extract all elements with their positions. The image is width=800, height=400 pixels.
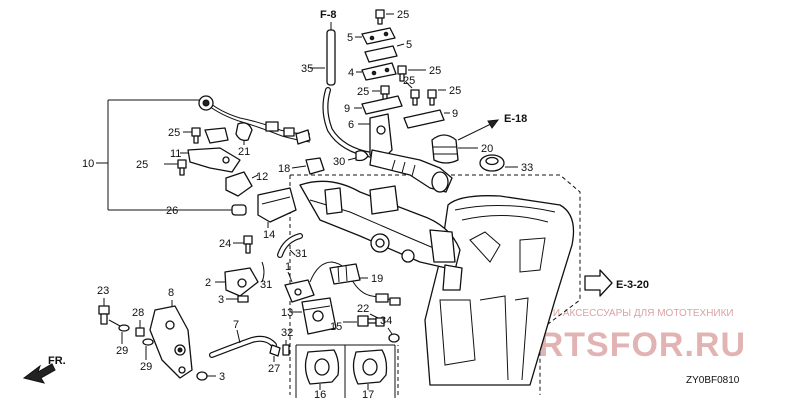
part-7-hose: 7 (209, 319, 277, 358)
ref-f8: F-8 (320, 9, 337, 21)
callout-24: 24 (219, 238, 231, 250)
callout-30: 30 (333, 156, 345, 168)
ref-e320: E-3-20 (616, 279, 649, 291)
callout-26: 26 (166, 205, 178, 217)
ref-e18: E-18 (504, 113, 527, 125)
part-group-10: 10 25 21 11 25 12 26 (82, 95, 311, 217)
watermark-subtitle: ЗАПЧАСТИ И АКСЕССУАРЫ ДЛЯ МОТОТЕХНИКИ (497, 308, 734, 319)
callout-13: 13 (281, 307, 293, 319)
callout-18: 18 (278, 163, 290, 175)
direction-arrow: FR. (22, 355, 66, 384)
callout-4: 4 (348, 67, 354, 79)
callout-29-b: 29 (140, 361, 152, 373)
callout-31-a: 31 (295, 248, 307, 260)
part-2-valve: 2 31 3 (205, 261, 272, 306)
callout-25-d: 25 (403, 75, 415, 87)
part-16-17: 16 17 (295, 344, 396, 400)
callout-21: 21 (238, 146, 250, 158)
callout-11: 11 (170, 148, 181, 160)
part-plates-top: 25 5 5 4 25 (347, 9, 441, 82)
callout-9-a: 9 (344, 103, 350, 115)
part-23-28-29: 23 29 28 29 (97, 285, 154, 373)
part-8-mount: 8 3 (149, 287, 225, 383)
ref-e18-arrow: E-18 (457, 113, 527, 141)
part-24: 24 (219, 235, 253, 254)
callout-3-a: 3 (218, 294, 224, 306)
callout-23: 23 (97, 285, 109, 297)
callout-5-a: 5 (347, 32, 353, 44)
direction-label: FR. (48, 355, 66, 367)
callout-10: 10 (82, 158, 94, 170)
callout-22: 22 (357, 303, 369, 315)
callout-25-a: 25 (397, 9, 409, 21)
part-13-15-22-34: 13 15 22 34 (281, 297, 400, 343)
callout-7: 7 (233, 319, 239, 331)
callout-16: 16 (314, 389, 326, 400)
callout-25-c: 25 (357, 86, 369, 98)
callout-1: 1 (285, 261, 291, 273)
part-14: 14 (257, 187, 297, 241)
callout-35: 35 (301, 63, 313, 75)
callout-28: 28 (132, 307, 144, 319)
callout-12: 12 (256, 171, 268, 183)
part-32-27: 32 27 (268, 327, 293, 375)
callout-8: 8 (168, 287, 174, 299)
callout-25-e: 25 (449, 85, 461, 97)
callout-33: 33 (521, 162, 533, 174)
callout-5-b: 5 (406, 39, 412, 51)
callout-14: 14 (263, 229, 275, 241)
callout-9-b: 9 (452, 108, 458, 120)
callout-20: 20 (481, 143, 493, 155)
callout-34: 34 (380, 315, 392, 327)
callout-27: 27 (268, 363, 280, 375)
diagram-code: ZY0BF0810 (686, 375, 740, 386)
callout-25-f: 25 (168, 127, 180, 139)
ref-e320-arrow: E-3-20 (584, 269, 649, 297)
part-35-pipe: F-8 35 (301, 9, 337, 86)
callout-19: 19 (371, 273, 383, 285)
callout-25-g: 25 (136, 159, 148, 171)
callout-31-b: 31 (260, 279, 272, 291)
part-18: 18 (278, 157, 325, 175)
callout-25-b: 25 (429, 65, 441, 77)
callout-17: 17 (362, 389, 374, 400)
callout-3-b: 3 (219, 371, 225, 383)
callout-29-a: 29 (116, 345, 128, 357)
part-breather-hose: 6 20 30 33 (322, 87, 533, 193)
callout-32: 32 (281, 327, 293, 339)
callout-15: 15 (330, 321, 342, 333)
callout-2: 2 (205, 277, 211, 289)
part-plates-9: 25 25 25 9 9 (344, 75, 461, 129)
undercase-body (299, 180, 575, 386)
part-1-sensor: 1 19 (284, 261, 401, 306)
part-31-upper: 31 (277, 233, 307, 260)
callout-6: 6 (348, 119, 354, 131)
